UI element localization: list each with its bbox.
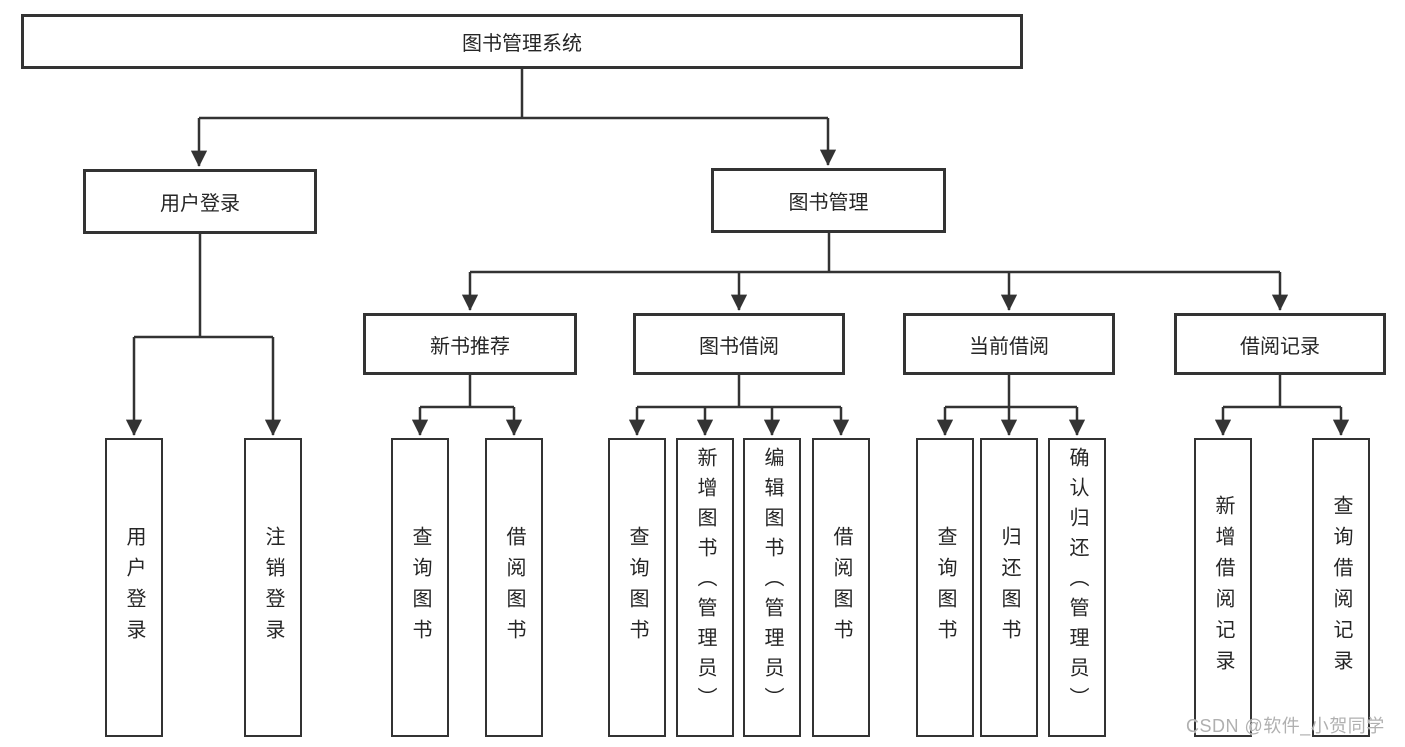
leaf-add-borrow-record: 新增借阅记录 bbox=[1194, 438, 1252, 737]
node-book-management: 图书管理 bbox=[711, 168, 946, 233]
leaf-borrow-books-recommend-label: 借阅图书 bbox=[503, 525, 525, 650]
leaf-query-books-current: 查询图书 bbox=[916, 438, 974, 737]
leaf-borrow-books-recommend: 借阅图书 bbox=[485, 438, 543, 737]
connector-book-mgmt-children bbox=[461, 233, 1289, 311]
node-current-borrow: 当前借阅 bbox=[903, 313, 1115, 375]
leaf-query-books-borrow-label: 查询图书 bbox=[626, 525, 648, 650]
connector-user-login-children bbox=[125, 234, 282, 436]
node-user-login: 用户登录 bbox=[83, 169, 317, 234]
leaf-edit-book-admin: 编辑图书（管理员） bbox=[743, 438, 801, 737]
leaf-confirm-return-admin: 确认归还（管理员） bbox=[1048, 438, 1106, 737]
leaf-add-book-admin: 新增图书（管理员） bbox=[676, 438, 734, 737]
connector-new-book-children bbox=[411, 375, 523, 436]
leaf-return-book: 归还图书 bbox=[980, 438, 1038, 737]
leaf-user-login: 用户登录 bbox=[105, 438, 163, 737]
leaf-query-books-recommend: 查询图书 bbox=[391, 438, 449, 737]
node-borrow-records-label: 借阅记录 bbox=[1240, 335, 1320, 358]
leaf-query-books-recommend-label: 查询图书 bbox=[409, 525, 431, 650]
node-book-borrow-label: 图书借阅 bbox=[699, 335, 779, 358]
connector-borrow-record-children bbox=[1214, 375, 1350, 436]
leaf-query-books-borrow: 查询图书 bbox=[608, 438, 666, 737]
leaf-edit-book-admin-label: 编辑图书（管理员） bbox=[761, 447, 783, 717]
node-new-book-recommend-label: 新书推荐 bbox=[430, 335, 510, 358]
leaf-borrow-books: 借阅图书 bbox=[812, 438, 870, 737]
node-current-borrow-label: 当前借阅 bbox=[969, 335, 1049, 358]
leaf-user-login-label: 用户登录 bbox=[123, 525, 145, 650]
leaf-query-borrow-record-label: 查询借阅记录 bbox=[1330, 494, 1352, 681]
connector-book-borrow-children bbox=[628, 375, 850, 436]
leaf-query-books-current-label: 查询图书 bbox=[934, 525, 956, 650]
leaf-return-book-label: 归还图书 bbox=[998, 525, 1020, 650]
leaf-query-borrow-record: 查询借阅记录 bbox=[1312, 438, 1370, 737]
leaf-logout-login: 注销登录 bbox=[244, 438, 302, 737]
leaf-add-book-admin-label: 新增图书（管理员） bbox=[694, 447, 716, 717]
node-root-label: 图书管理系统 bbox=[462, 33, 582, 55]
connector-root-to-level2 bbox=[190, 69, 837, 167]
node-borrow-records: 借阅记录 bbox=[1174, 313, 1386, 375]
connector-current-borrow-children bbox=[936, 375, 1086, 436]
node-book-management-label: 图书管理 bbox=[788, 192, 869, 214]
leaf-logout-login-label: 注销登录 bbox=[262, 525, 284, 650]
leaf-borrow-books-label: 借阅图书 bbox=[830, 525, 852, 650]
node-new-book-recommend: 新书推荐 bbox=[363, 313, 577, 375]
node-root-system: 图书管理系统 bbox=[21, 14, 1023, 69]
leaf-confirm-return-admin-label: 确认归还（管理员） bbox=[1066, 447, 1088, 717]
csdn-watermark: CSDN @软件_小贺同学 bbox=[1186, 716, 1385, 736]
leaf-add-borrow-record-label: 新增借阅记录 bbox=[1212, 494, 1234, 681]
node-book-borrow: 图书借阅 bbox=[633, 313, 845, 375]
node-user-login-label: 用户登录 bbox=[160, 193, 240, 215]
